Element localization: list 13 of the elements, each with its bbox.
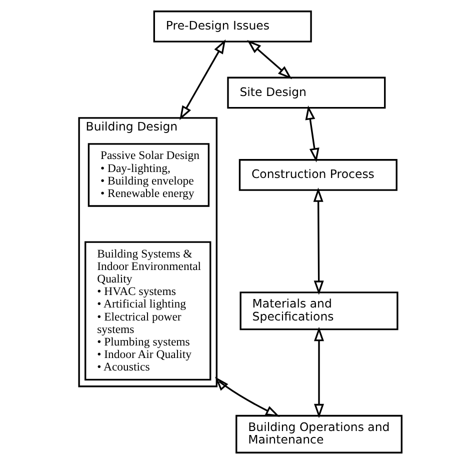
arrow [214,376,280,417]
node-box: Passive Solar Design • Day-lighting, • Building envelope • Renewable energy [88,143,210,207]
arrow [180,39,226,120]
node-box: Building Operations and Maintenance [236,414,402,454]
arrow [314,326,324,418]
arrow [305,105,320,162]
arrow [313,188,324,295]
arrow [247,40,292,80]
node-box: Building Systems & Indoor Environmental Quality • HVAC systems • Artificial lighting • Electrical power systems • Plumbing systems • Indoor Air Quality • Acoustics [84,241,212,380]
node-box: Materials and Specifications [240,292,398,330]
node-box: Pre-Design Issues [153,10,312,42]
node-box: Site Design [227,76,386,109]
node-box: Construction Process [238,159,398,191]
